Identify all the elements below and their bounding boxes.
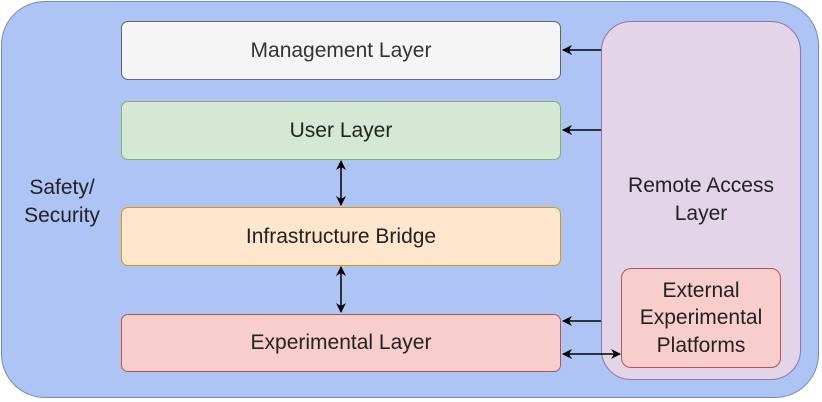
infrastructure-bridge-label: Infrastructure Bridge <box>245 224 437 248</box>
external-platforms-line-3: Platforms <box>656 333 746 357</box>
remote-access-label-line-1: Remote Access <box>628 174 774 197</box>
management-layer-label: Management Layer <box>250 38 432 62</box>
user-layer-label: User Layer <box>289 118 393 142</box>
experimental-layer-box: Experimental Layer <box>121 314 561 372</box>
external-experimental-platforms-box: External Experimental Platforms <box>621 268 781 368</box>
safety-label-line-2: Security <box>24 204 100 227</box>
management-layer-box: Management Layer <box>121 21 561 80</box>
external-platforms-line-2: Experimental <box>639 306 763 330</box>
remote-access-layer-label: Remote Access Layer <box>601 172 801 228</box>
external-platforms-line-1: External <box>662 279 740 303</box>
safety-label-line-1: Safety/ <box>29 176 95 199</box>
safety-security-label: Safety/ Security <box>12 174 112 230</box>
experimental-layer-label: Experimental Layer <box>250 331 432 355</box>
remote-access-label-line-2: Layer <box>674 202 728 225</box>
infrastructure-bridge-box: Infrastructure Bridge <box>121 207 561 266</box>
user-layer-box: User Layer <box>121 101 561 160</box>
